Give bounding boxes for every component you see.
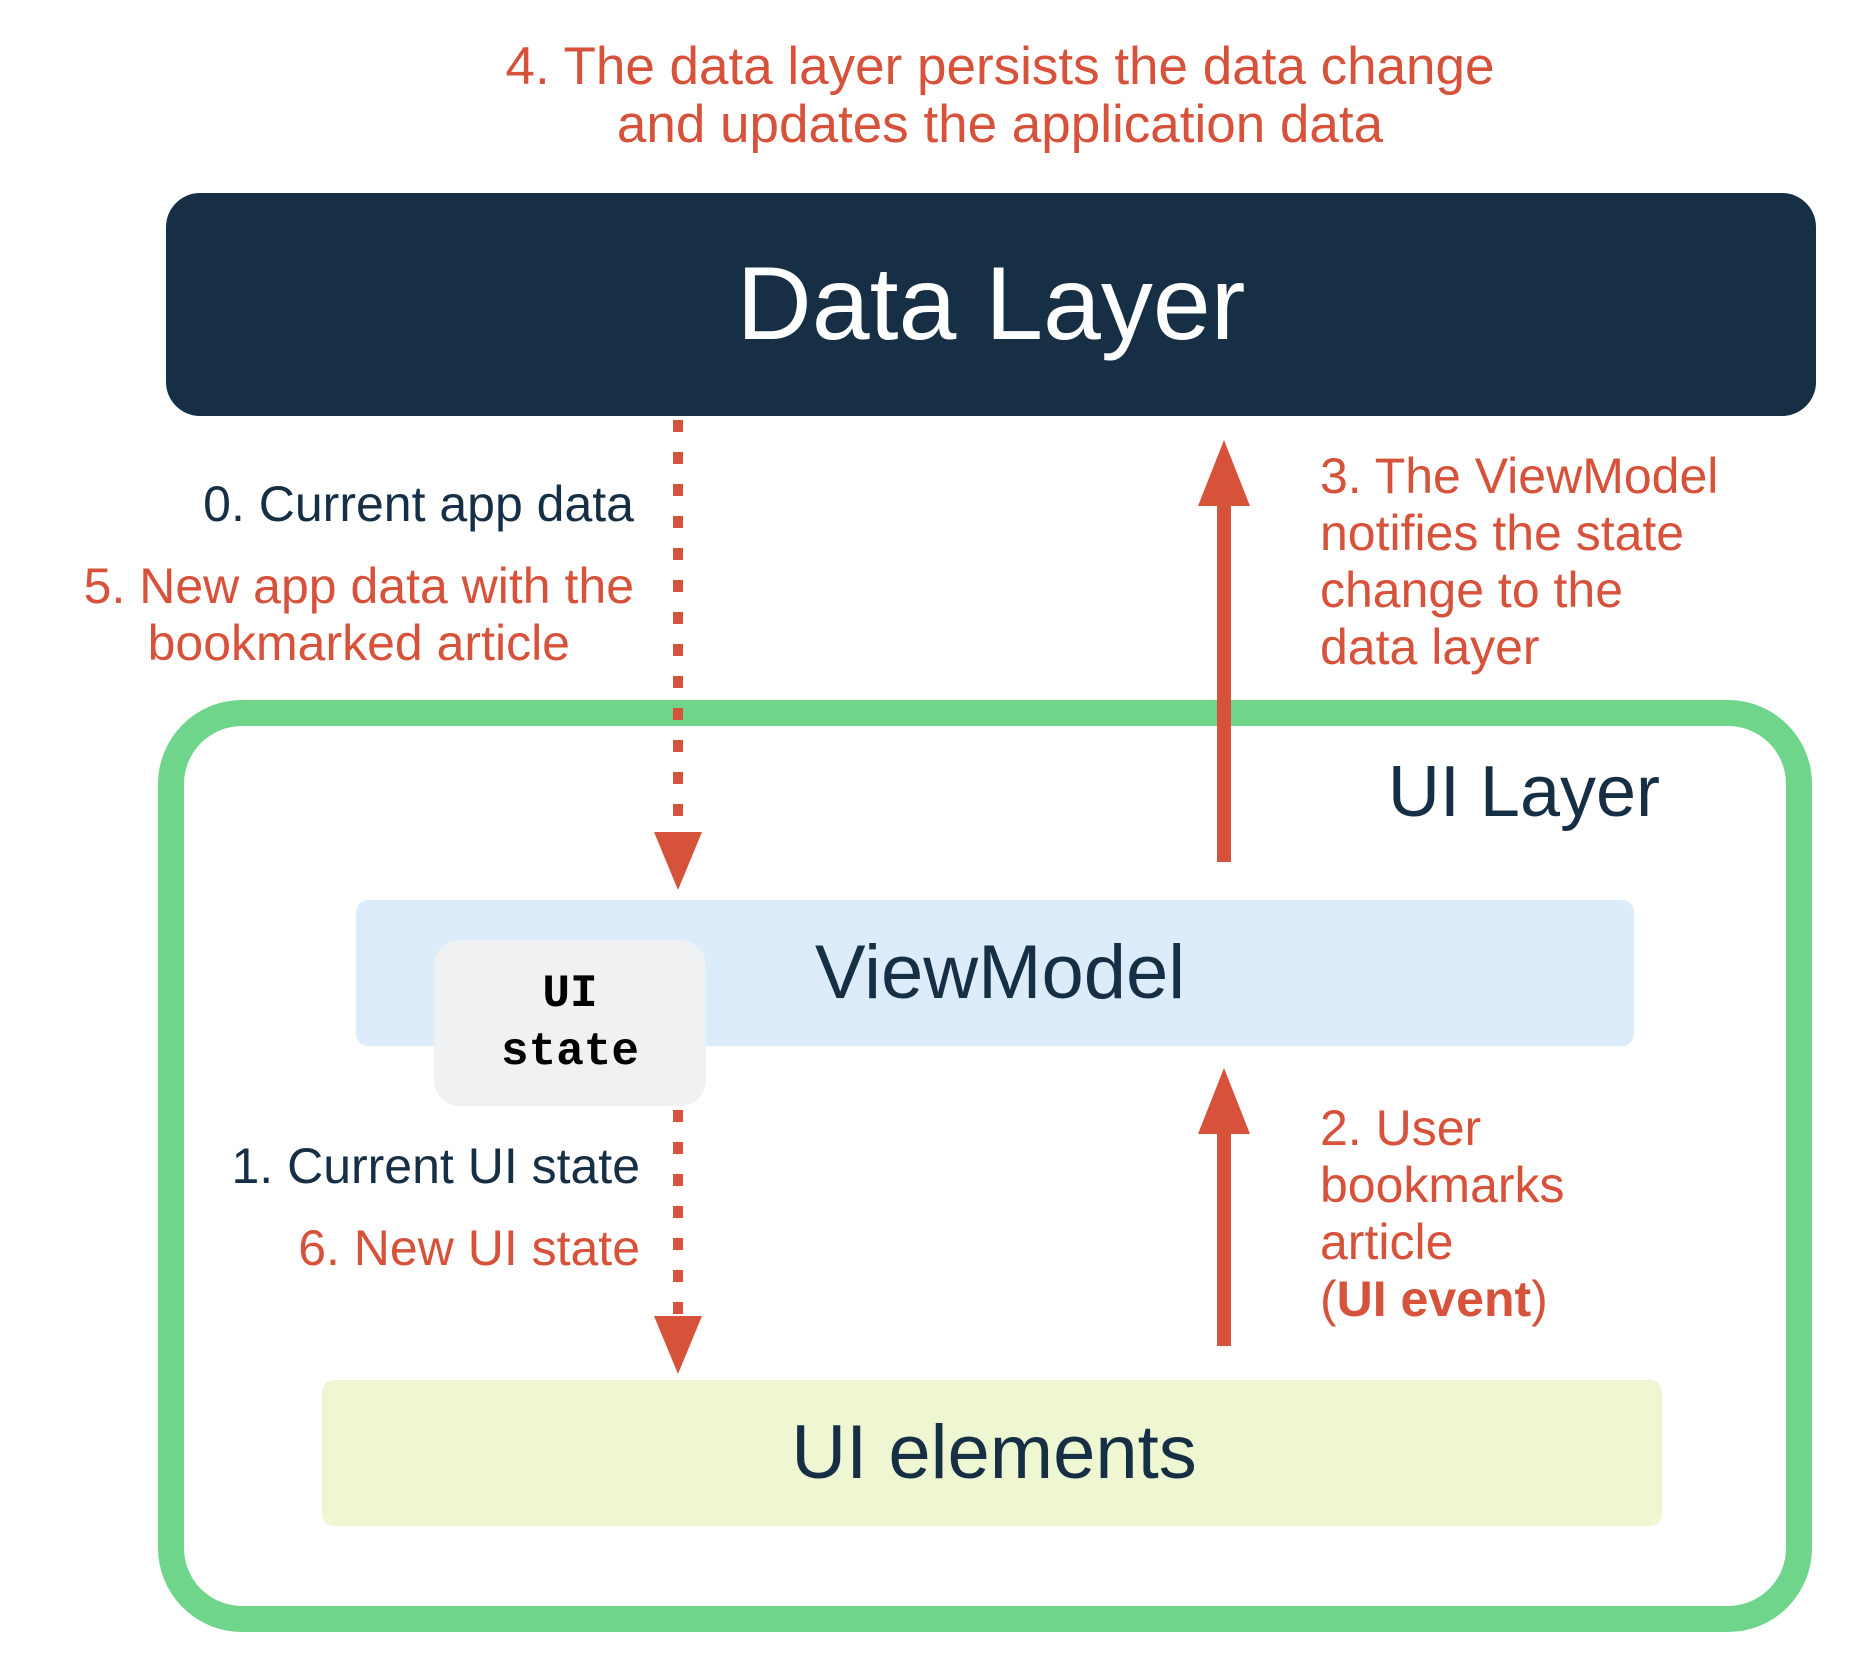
- step-3-label: 3. The ViewModel notifies the state chan…: [1320, 448, 1852, 676]
- step-3-line-2: notifies the state: [1320, 505, 1685, 561]
- step-4-line-2: and updates the application data: [616, 95, 1384, 154]
- ui-elements-label: UI elements: [791, 1410, 1197, 1495]
- step-5-label: 5. New app data with the bookmarked arti…: [20, 558, 634, 672]
- step-2-line-1: 2. User: [1320, 1100, 1482, 1156]
- ui-state-line-1: UI: [542, 968, 598, 1020]
- data-layer-box: Data Layer: [166, 193, 1816, 416]
- step-2-line-2: bookmarks: [1320, 1157, 1565, 1213]
- step-2-line-3: article: [1320, 1214, 1454, 1270]
- step-2-ui-event: UI event: [1336, 1271, 1532, 1327]
- ui-state-line-2: state: [500, 1026, 640, 1078]
- step-4-line-1: 4. The data layer persists the data chan…: [505, 37, 1495, 96]
- ui-state-label: UI state: [501, 965, 639, 1081]
- step-2-label: 2. User bookmarks article (UI event): [1320, 1100, 1794, 1328]
- step-0-label: 0. Current app data: [203, 476, 634, 532]
- step-3-line-3: change to the: [1320, 562, 1624, 618]
- arrow-state-to-ui-head: [654, 1316, 702, 1374]
- step-2-paren-open: (: [1320, 1271, 1337, 1327]
- data-layer-label: Data Layer: [736, 246, 1246, 362]
- step-3-line-4: data layer: [1320, 619, 1540, 675]
- arrow-ui-to-viewmodel-head: [1198, 1068, 1250, 1134]
- step-6-label: 6. New UI state: [298, 1220, 640, 1276]
- ui-state-box: UI state: [434, 940, 706, 1106]
- ui-layer-label: UI Layer: [1387, 752, 1660, 832]
- step-5-line-1: 5. New app data with the: [83, 558, 634, 614]
- step-2-line-4: (UI event): [1320, 1271, 1794, 1328]
- step-5-line-2: bookmarked article: [147, 615, 570, 671]
- ui-elements-box: [322, 1380, 1662, 1526]
- step-4-label: 4. The data layer persists the data chan…: [470, 38, 1530, 154]
- viewmodel-label: ViewModel: [814, 930, 1186, 1015]
- step-3-line-1: 3. The ViewModel: [1320, 448, 1719, 504]
- step-2-paren-close: ): [1531, 1271, 1548, 1327]
- step-1-label: 1. Current UI state: [231, 1138, 641, 1194]
- arrow-data-to-viewmodel-head: [654, 832, 702, 890]
- arrow-viewmodel-to-data-head: [1198, 440, 1250, 506]
